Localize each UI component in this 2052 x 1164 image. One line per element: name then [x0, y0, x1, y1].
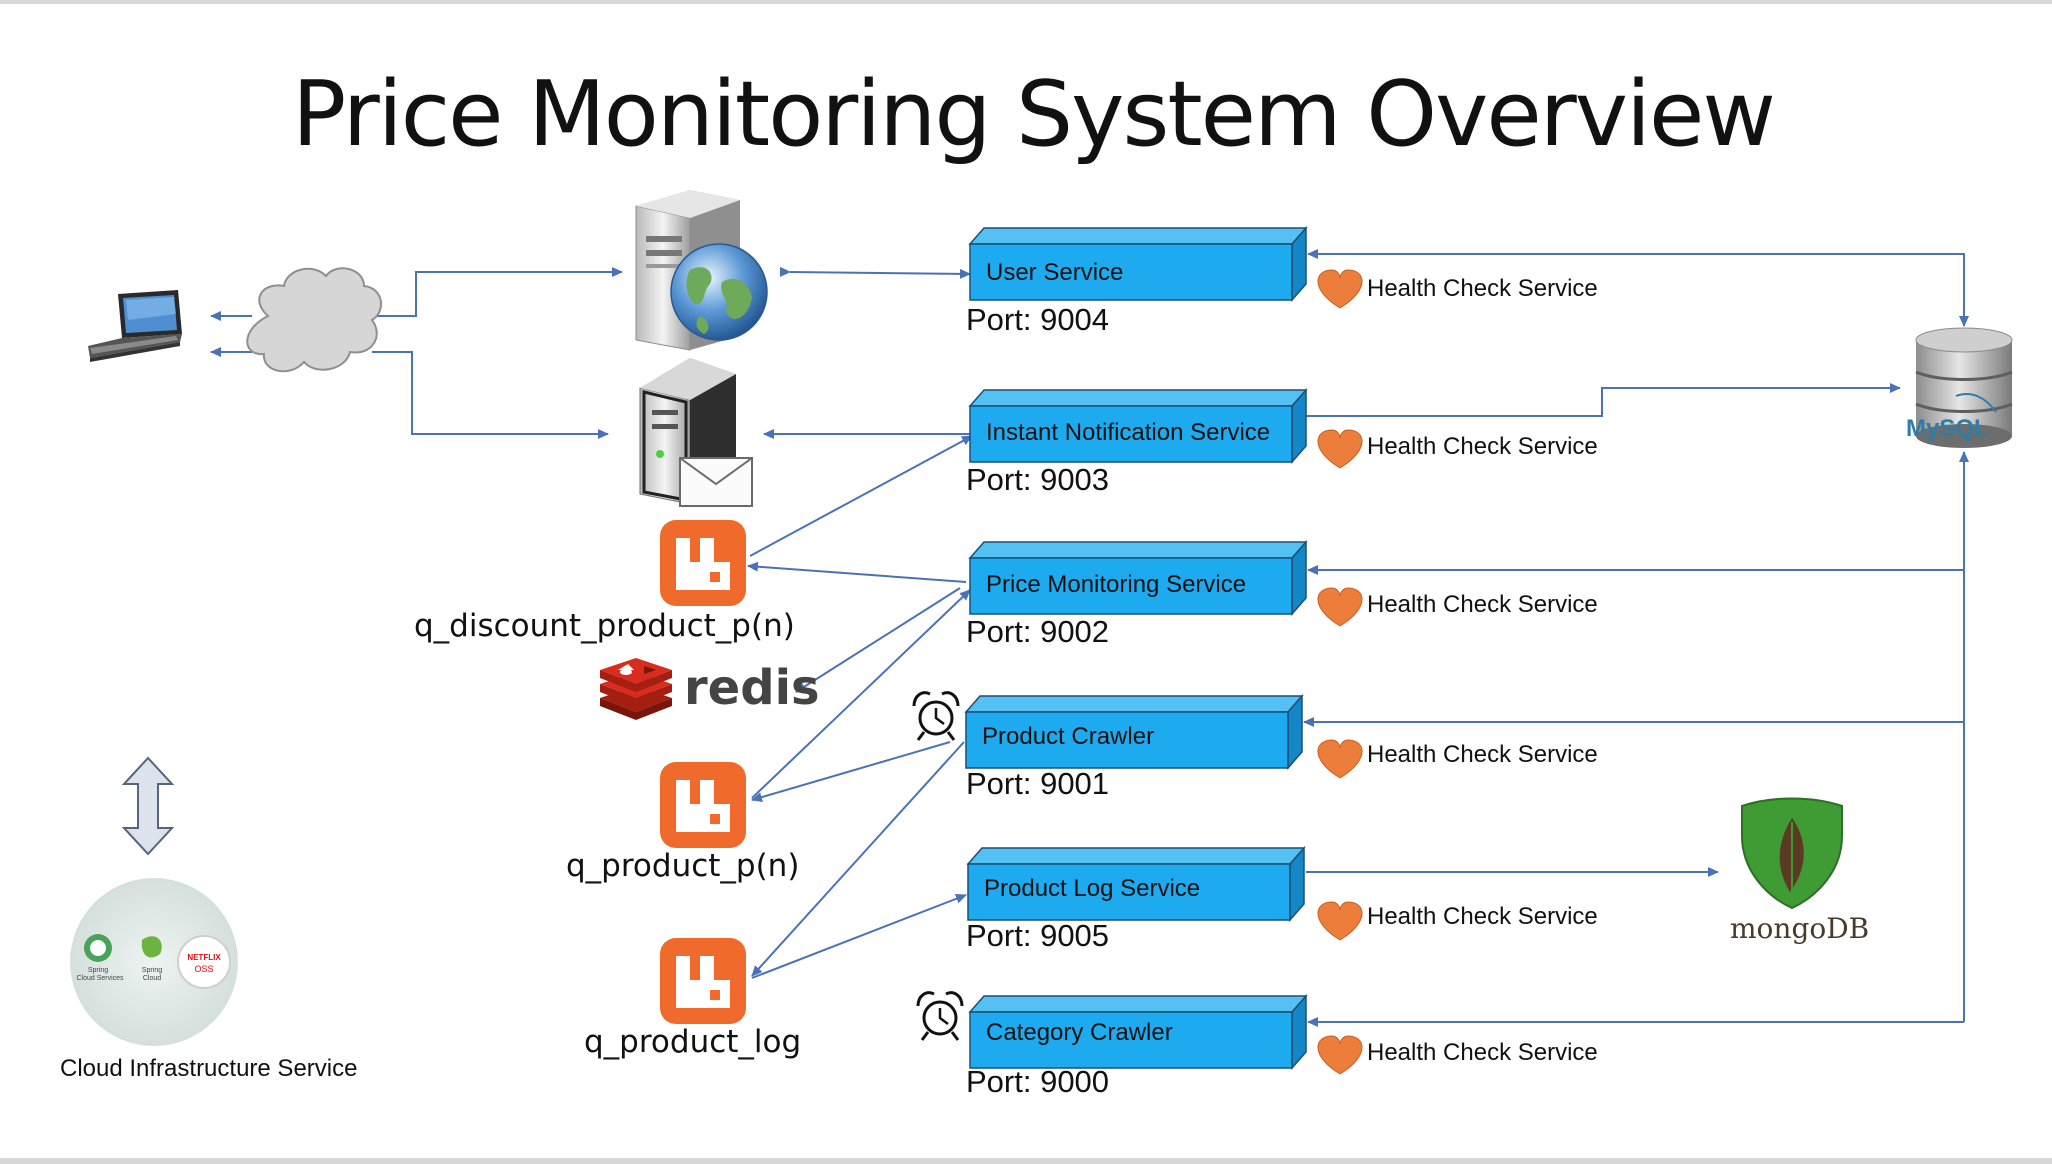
service-name: User Service — [986, 259, 1123, 286]
service-port: Port: 9005 — [966, 918, 1109, 953]
mysql-database-icon: MySQL — [1906, 327, 2013, 448]
service-name: Product Crawler — [982, 723, 1154, 750]
service-user[interactable]: User Service — [968, 226, 1308, 302]
service-name: Category Crawler — [986, 1019, 1173, 1046]
queue-label-discount: q_discount_product_p(n) — [414, 608, 795, 644]
cloud-icon — [246, 267, 382, 373]
health-check-label: Health Check Service — [1367, 591, 1598, 618]
rabbitmq-icon — [660, 520, 746, 606]
health-check-label: Health Check Service — [1367, 903, 1598, 930]
connectors — [210, 249, 1969, 1027]
mysql-logo-text: MySQL — [1906, 415, 1989, 442]
health-check-label: Health Check Service — [1367, 275, 1598, 302]
service-name: Instant Notification Service — [986, 419, 1270, 446]
service-port: Port: 9004 — [966, 302, 1109, 337]
web-server-icon — [635, 190, 768, 351]
discount-queue-to-notification-arrow — [749, 435, 973, 557]
service-product-log[interactable]: Product Log Service — [966, 846, 1306, 922]
heart-icon — [1317, 587, 1363, 627]
slide-top-border — [0, 0, 2052, 4]
netflix-oss-line1: NETFLIX — [187, 953, 221, 962]
mail-server-icon — [639, 358, 753, 507]
rabbitmq-icon — [660, 762, 746, 848]
heart-icon — [1317, 739, 1363, 779]
service-name: Price Monitoring Service — [986, 571, 1246, 598]
alarm-clock-icon — [916, 991, 964, 1041]
web-server-user-service-arrow — [779, 266, 971, 279]
spring-cloud-line1: Spring — [142, 967, 162, 974]
health-check-label: Health Check Service — [1367, 433, 1598, 460]
mongodb-label: mongoDB — [1730, 912, 1869, 945]
heart-icon — [1317, 901, 1363, 941]
mongodb-leaf-icon — [1741, 797, 1843, 910]
service-product-crawler[interactable]: Product Crawler — [964, 694, 1304, 770]
service-name: Product Log Service — [984, 875, 1200, 902]
heart-icon — [1317, 429, 1363, 469]
page-title: Price Monitoring System Overview — [292, 62, 1776, 167]
health-check-label: Health Check Service — [1367, 741, 1598, 768]
double-arrow-icon — [121, 756, 175, 856]
notification-to-mysql-arrow — [1306, 383, 1901, 417]
service-port: Port: 9003 — [966, 462, 1109, 497]
netflix-oss-line2: OSS — [194, 964, 213, 974]
heart-icon — [1317, 1035, 1363, 1075]
spring-cloud-services-line2: Cloud Services — [76, 975, 124, 982]
cloud-infra-label: Cloud Infrastructure Service — [60, 1055, 357, 1082]
spring-cloud-line2: Cloud — [143, 975, 161, 982]
rabbitmq-icon — [660, 938, 746, 1024]
alarm-clock-icon — [912, 691, 960, 741]
log-queue-to-product-log-arrow — [751, 893, 967, 979]
queue-label-product: q_product_p(n) — [566, 848, 799, 884]
service-port: Port: 9002 — [966, 614, 1109, 649]
slide-bottom-border — [0, 1158, 2052, 1164]
service-port: Port: 9001 — [966, 766, 1109, 801]
product-crawler-to-product-queue-arrow — [751, 741, 951, 802]
cloud-infra-logo: Spring Cloud Services Spring Cloud NETFL… — [70, 878, 238, 1046]
laptop-icon — [88, 290, 182, 362]
price-monitoring-to-discount-queue-arrow — [747, 561, 967, 583]
product-crawler-to-log-queue-arrow — [751, 741, 965, 977]
service-port: Port: 9000 — [966, 1064, 1109, 1099]
cloud-to-mail-server-arrow — [372, 351, 609, 439]
health-check-label: Health Check Service — [1367, 1039, 1598, 1066]
queue-label-log: q_product_log — [584, 1024, 801, 1060]
service-price-monitoring[interactable]: Price Monitoring Service — [968, 540, 1308, 616]
heart-icon — [1317, 269, 1363, 309]
redis-label: redis — [684, 660, 820, 716]
spring-cloud-icon — [141, 936, 162, 958]
product-queue-to-price-monitoring-arrow — [751, 589, 971, 799]
services: User Service Port: 9004 Health Check Ser… — [912, 226, 1598, 1099]
price-monitoring-to-redis-arrow — [795, 587, 961, 693]
service-instant-notification[interactable]: Instant Notification Service — [968, 388, 1308, 464]
netflix-oss-icon — [177, 935, 231, 989]
service-category-crawler[interactable]: Category Crawler — [968, 994, 1308, 1070]
cloud-to-web-server-arrow — [372, 267, 623, 317]
redis-icon — [600, 658, 672, 720]
spring-cloud-services-line1: Spring — [88, 967, 108, 974]
